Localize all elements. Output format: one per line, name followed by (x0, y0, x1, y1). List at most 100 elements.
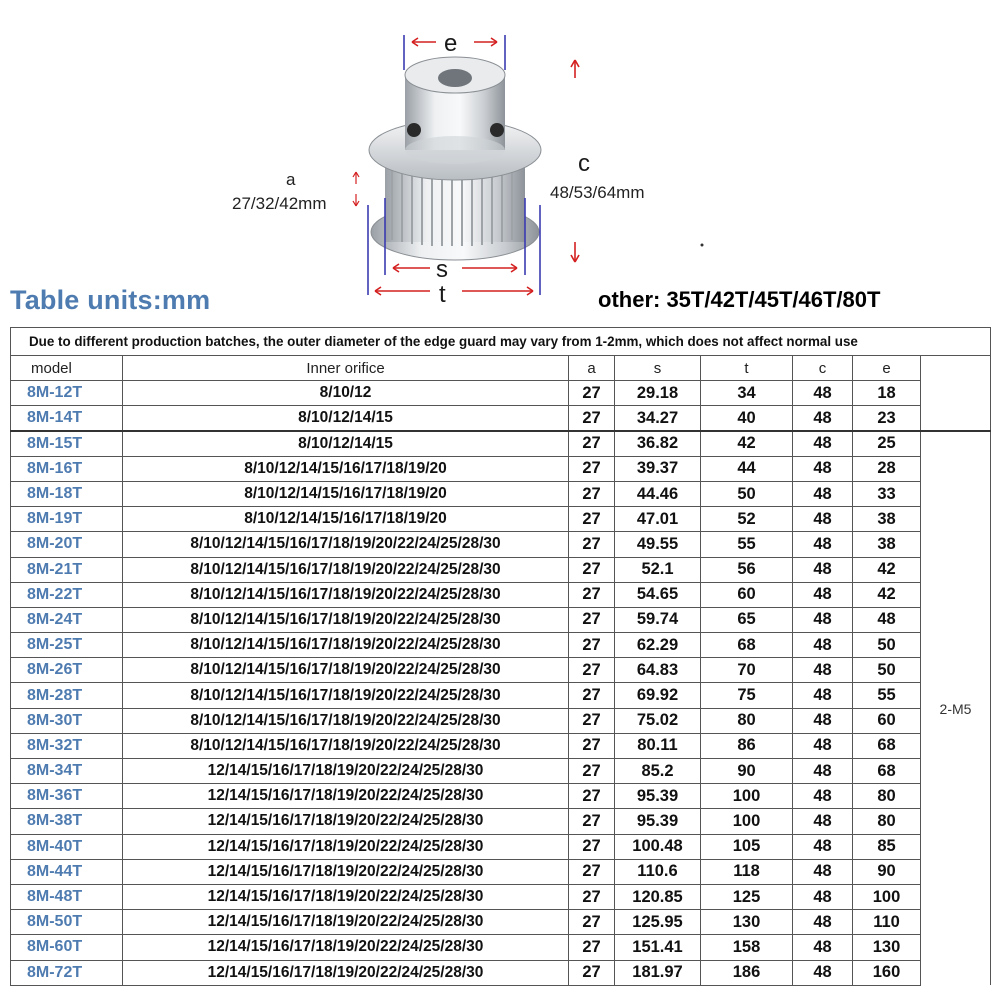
cell-e: 42 (852, 556, 921, 583)
dimension-a (352, 171, 360, 207)
cell-a: 27 (568, 430, 615, 457)
cell-orifice: 8/10/12/14/15/16/17/18/19/20/22/24/25/28… (122, 581, 569, 608)
cell-s: 120.85 (614, 883, 701, 911)
cell-c: 48 (792, 632, 853, 659)
cell-e: 33 (852, 480, 921, 508)
cell-t: 44 (700, 455, 793, 482)
other-sizes-title: other: 35T/42T/45T/46T/80T (598, 287, 881, 312)
cell-s: 80.11 (614, 732, 701, 760)
cell-s: 49.55 (614, 531, 701, 558)
cell-c: 48 (792, 757, 853, 785)
cell-s: 44.46 (614, 480, 701, 508)
cell-orifice: 12/14/15/16/17/18/19/20/22/24/25/28/30 (122, 959, 569, 986)
cell-model: 8M-28T (10, 682, 123, 709)
cell-s: 95.39 (614, 783, 701, 810)
cell-model: 8M-50T (10, 909, 123, 936)
cell-s: 52.1 (614, 556, 701, 583)
cell-t: 34 (700, 380, 793, 407)
cell-a: 27 (568, 732, 615, 760)
cell-c: 48 (792, 531, 853, 558)
cell-model: 8M-14T (10, 405, 123, 432)
cell-c: 48 (792, 657, 853, 684)
cell-t: 118 (700, 858, 793, 885)
cell-c: 48 (792, 480, 853, 508)
cell-model: 8M-21T (10, 556, 123, 583)
cell-s: 181.97 (614, 959, 701, 986)
cell-model: 8M-40T (10, 833, 123, 860)
cell-model: 8M-15T (10, 430, 123, 457)
cell-a: 27 (568, 531, 615, 558)
cell-e: 48 (852, 606, 921, 634)
spec-table: Due to different production batches, the… (10, 327, 991, 986)
cell-c: 48 (792, 934, 853, 961)
cell-c: 48 (792, 455, 853, 482)
pulley-illustration (352, 35, 704, 296)
header-a: a (568, 354, 615, 382)
cell-e: 160 (852, 959, 921, 986)
cell-model: 8M-19T (10, 506, 123, 533)
cell-t: 100 (700, 783, 793, 810)
cell-a: 27 (568, 934, 615, 961)
header-blank (920, 355, 991, 432)
cell-model: 8M-24T (10, 606, 123, 634)
header-e: e (852, 354, 921, 382)
cell-c: 48 (792, 732, 853, 760)
cell-model: 8M-60T (10, 934, 123, 961)
cell-e: 130 (852, 934, 921, 961)
cell-orifice: 8/10/12/14/15/16/17/18/19/20 (122, 480, 569, 508)
cell-orifice: 8/10/12 (122, 380, 569, 407)
cell-orifice: 8/10/12/14/15/16/17/18/19/20 (122, 506, 569, 533)
label-t: t (439, 281, 446, 308)
cell-model: 8M-22T (10, 581, 123, 608)
cell-e: 68 (852, 732, 921, 760)
cell-t: 186 (700, 959, 793, 986)
cell-a: 27 (568, 556, 615, 583)
cell-s: 59.74 (614, 606, 701, 634)
cell-t: 100 (700, 808, 793, 835)
cell-orifice: 12/14/15/16/17/18/19/20/22/24/25/28/30 (122, 783, 569, 810)
cell-model: 8M-16T (10, 455, 123, 482)
cell-s: 64.83 (614, 657, 701, 684)
cell-t: 68 (700, 632, 793, 659)
cell-t: 80 (700, 707, 793, 734)
cell-orifice: 12/14/15/16/17/18/19/20/22/24/25/28/30 (122, 833, 569, 860)
cell-s: 29.18 (614, 380, 701, 407)
cell-orifice: 8/10/12/14/15 (122, 405, 569, 432)
cell-a: 27 (568, 707, 615, 734)
cell-a: 27 (568, 757, 615, 785)
cell-model: 8M-26T (10, 657, 123, 684)
cell-t: 75 (700, 682, 793, 709)
label-c-sizes: 48/53/64mm (550, 183, 645, 202)
cell-s: 36.82 (614, 430, 701, 457)
cell-e: 90 (852, 858, 921, 885)
cell-t: 90 (700, 757, 793, 785)
table-note: Due to different production batches, the… (10, 327, 991, 356)
cell-e: 38 (852, 506, 921, 533)
cell-model: 8M-38T (10, 808, 123, 835)
cell-e: 28 (852, 455, 921, 482)
cell-orifice: 8/10/12/14/15/16/17/18/19/20/22/24/25/28… (122, 606, 569, 634)
cell-s: 85.2 (614, 757, 701, 785)
cell-t: 60 (700, 581, 793, 608)
cell-orifice: 8/10/12/14/15/16/17/18/19/20/22/24/25/28… (122, 531, 569, 558)
cell-t: 70 (700, 657, 793, 684)
cell-model: 8M-30T (10, 707, 123, 734)
cell-s: 34.27 (614, 405, 701, 432)
cell-orifice: 12/14/15/16/17/18/19/20/22/24/25/28/30 (122, 757, 569, 785)
cell-model: 8M-25T (10, 632, 123, 659)
label-a: a (286, 170, 296, 189)
cell-s: 39.37 (614, 455, 701, 482)
cell-c: 48 (792, 380, 853, 407)
cell-a: 27 (568, 808, 615, 835)
cell-s: 110.6 (614, 858, 701, 885)
